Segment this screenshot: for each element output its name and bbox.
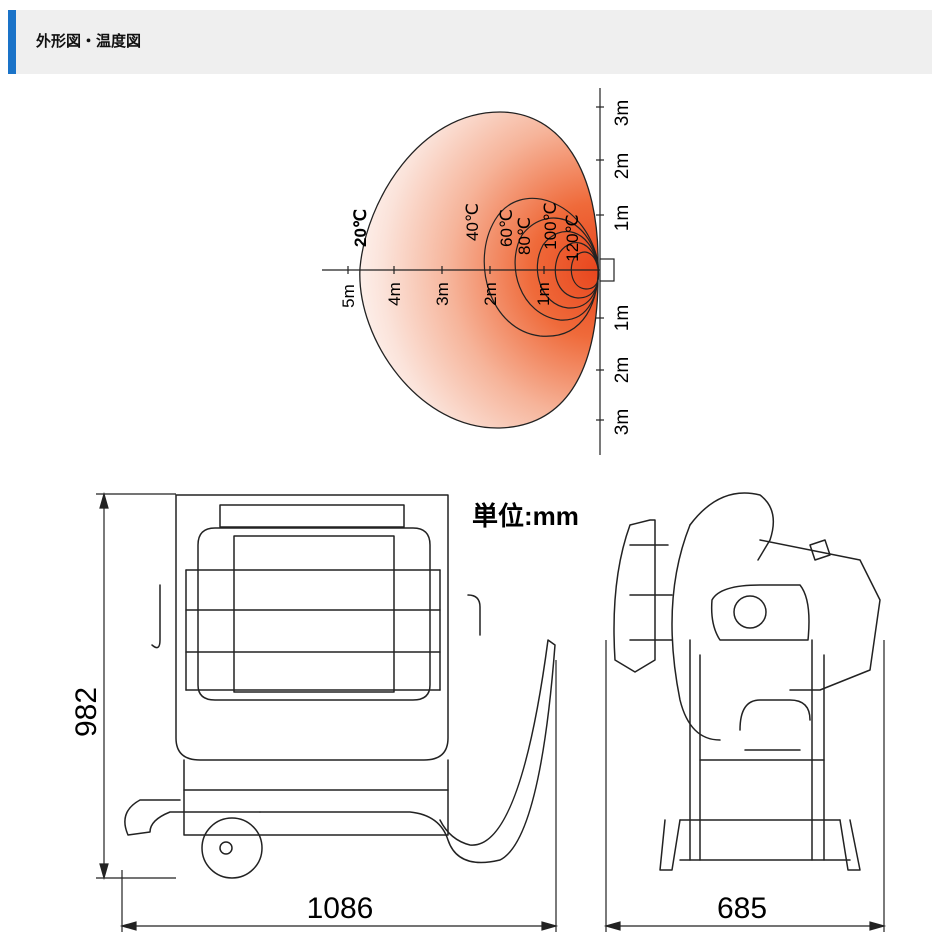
isotherm-120 [570, 251, 600, 290]
isotherm-label-120: 120℃ [563, 214, 582, 261]
scale-label-down-3m: 3m [612, 409, 633, 435]
dimension-height [96, 491, 176, 881]
dimension-width-side [603, 640, 887, 932]
scale-label-5m: 5m [339, 284, 358, 308]
dimension-drawing: 982 1086 685 単位:mm [70, 491, 887, 932]
scale-label-2m: 2m [481, 282, 500, 306]
isotherm-label-60: 60℃ [497, 209, 516, 247]
isotherm-label-40: 40℃ [463, 203, 482, 241]
section-title: 外形図・温度図 [36, 33, 142, 50]
scale-label-3m: 3m [433, 282, 452, 306]
side-view-heater [613, 492, 881, 871]
scale-label-4m: 4m [385, 282, 404, 306]
scale-label-1m: 1m [534, 282, 553, 306]
scale-label-up-2m: 2m [612, 153, 633, 179]
front-view-heater [124, 494, 556, 879]
isotherm-80 [536, 230, 599, 309]
scale-label-down-1m: 1m [612, 305, 633, 331]
heater-marker [599, 258, 615, 282]
width-front-value: 1086 [307, 892, 374, 925]
isotherm-label-80: 80℃ [515, 217, 534, 255]
isotherm-100 [554, 242, 600, 299]
dimension-width-front [119, 660, 559, 932]
scale-label-down-2m: 2m [612, 357, 633, 383]
section-header: 外形図・温度図 [8, 10, 932, 74]
unit-label: 単位:mm [472, 501, 579, 531]
isotherm-60 [514, 217, 599, 321]
isotherm-40 [483, 197, 599, 337]
scale-label-up-1m: 1m [612, 205, 633, 231]
width-side-value: 685 [717, 892, 767, 925]
temperature-diagram: 5m 4m 3m 2m 1m 3m 2m 1m 1m 2m 3m 20℃ 40℃… [322, 88, 633, 455]
scale-label-up-3m: 3m [612, 100, 633, 126]
section-accent-bar [8, 10, 16, 74]
isotherm-label-20: 20℃ [351, 209, 370, 247]
height-value: 982 [70, 687, 103, 737]
isotherm-label-100: 100℃ [541, 202, 560, 249]
